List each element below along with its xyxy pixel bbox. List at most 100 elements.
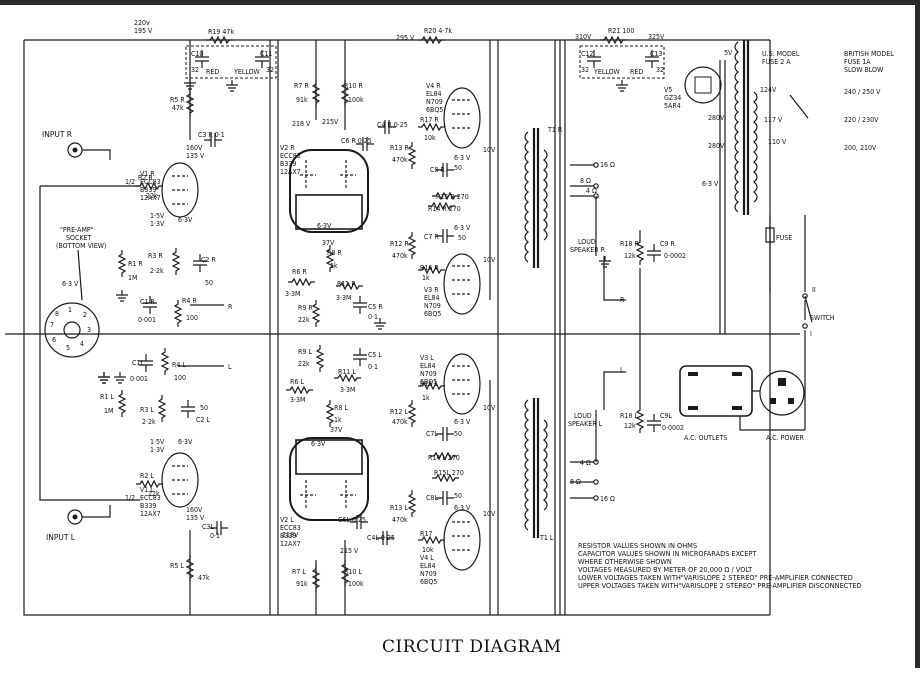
label-215v-l: 215 V [340, 547, 359, 555]
svg-text:6·3 V: 6·3 V [62, 280, 79, 288]
svg-text:C2 L: C2 L [196, 416, 210, 424]
power-transformer: 280V 280V 6·3 V 124V 117 V 110 V [702, 40, 809, 215]
svg-text:3·3M: 3·3M [290, 396, 305, 404]
svg-text:280V: 280V [708, 114, 725, 122]
svg-text:12AX7: 12AX7 [140, 194, 161, 202]
r14l: R14 L 270 [428, 452, 460, 462]
label-218v-r: 218 V [292, 120, 311, 128]
svg-text:47k: 47k [198, 574, 210, 582]
svg-text:124V: 124V [760, 86, 777, 94]
svg-text:6: 6 [52, 336, 56, 344]
svg-text:470k: 470k [392, 156, 408, 164]
svg-text:EL84: EL84 [424, 294, 440, 302]
svg-text:R21 100: R21 100 [608, 27, 634, 35]
c4r: C4 R 0·25 [377, 119, 408, 135]
svg-text:8 Ω: 8 Ω [580, 177, 591, 185]
svg-text:ECC83: ECC83 [280, 152, 301, 160]
svg-text:C11: C11 [260, 50, 272, 58]
label-10v-v4r: 10V [483, 146, 496, 154]
svg-text:R13 R: R13 R [390, 144, 409, 152]
svg-text:110 V: 110 V [768, 138, 787, 146]
label-160v-r: 160V [186, 144, 203, 152]
svg-text:VOLTAGES MEASURED BY METER OF: VOLTAGES MEASURED BY METER OF 20,000 Ω /… [578, 566, 753, 574]
svg-text:C4L 0·25: C4L 0·25 [367, 534, 395, 542]
svg-text:100k: 100k [348, 580, 364, 588]
svg-text:R12 L: R12 L [390, 408, 408, 416]
svg-text:C6 R 0·25: C6 R 0·25 [341, 137, 372, 145]
c1l: C1L 0·001 [130, 353, 154, 383]
svg-text:32: 32 [656, 66, 664, 74]
svg-text:C1L: C1L [132, 359, 144, 367]
svg-text:C13: C13 [650, 50, 662, 58]
r13r: R13 R 470k [390, 141, 416, 170]
svg-text:R6 R: R6 R [292, 268, 307, 276]
svg-text:0·001: 0·001 [130, 375, 148, 383]
frame-right-border [915, 0, 920, 668]
speaker-l: 4 Ω 8 Ω 16 Ω LOUD SPEAKER L L [568, 366, 626, 503]
svg-text:1M: 1M [104, 407, 113, 415]
svg-text:B339: B339 [140, 186, 156, 194]
svg-text:YELLOW: YELLOW [593, 68, 621, 76]
c8r: C8 R6·3 V50 [430, 154, 471, 178]
svg-text:220 / 230V: 220 / 230V [844, 116, 879, 124]
label-10v-v4l: 10V [483, 510, 496, 518]
c6l: C6L 0·25 [338, 514, 369, 530]
svg-text:RED: RED [630, 68, 643, 76]
c2r: C2 R50 [192, 253, 216, 287]
r20: R20 4·7k 295 V [396, 27, 452, 44]
svg-text:RESISTOR VALUES SHOWN IN OHMS: RESISTOR VALUES SHOWN IN OHMS [578, 542, 697, 550]
svg-text:100: 100 [174, 374, 186, 382]
c3r: C3 R 0·1 [198, 131, 225, 148]
svg-text:V3 L: V3 L [420, 354, 434, 362]
svg-text:6BQ5: 6BQ5 [426, 106, 443, 114]
c7r: C7 R6·3 V50 [424, 224, 471, 244]
c9r: C9 R0·0002 [646, 240, 686, 263]
svg-text:16 Ω: 16 Ω [600, 161, 615, 169]
svg-text:R13 L: R13 L [390, 504, 408, 512]
svg-text:B339: B339 [280, 160, 296, 168]
svg-text:R10 R: R10 R [344, 82, 363, 90]
svg-text:V4 R: V4 R [426, 82, 441, 90]
label-218v-l: 218V [282, 531, 299, 539]
svg-text:22k: 22k [298, 360, 310, 368]
svg-text:10k: 10k [424, 134, 436, 142]
svg-text:R14 L 270: R14 L 270 [428, 454, 460, 462]
svg-text:12k: 12k [624, 422, 636, 430]
tube-v3l: V3 L EL84 N709 6BQ5 [420, 353, 481, 415]
svg-text:5: 5 [66, 344, 70, 352]
svg-text:C5 R: C5 R [368, 303, 383, 311]
svg-text:8 Ω: 8 Ω [570, 478, 581, 486]
svg-text:4: 4 [80, 340, 84, 348]
svg-text:R10 L: R10 L [344, 568, 362, 576]
r3r: R3 R2·2k [148, 247, 180, 276]
label-1-3v-l: 1·3V [150, 446, 165, 454]
ac-power: A.C. POWER [759, 370, 805, 442]
svg-text:R5 R: R5 R [170, 96, 185, 104]
svg-text:R15L 270: R15L 270 [434, 469, 464, 477]
svg-text:FUSE 1A: FUSE 1A [844, 58, 871, 66]
svg-text:4 Ω: 4 Ω [586, 187, 597, 195]
svg-text:N709: N709 [424, 302, 441, 310]
svg-text:5AR4: 5AR4 [664, 102, 681, 110]
svg-text:1k: 1k [422, 274, 430, 282]
r16l: R16 L1k [417, 380, 446, 402]
svg-text:N709: N709 [426, 98, 443, 106]
svg-text:6·3 V: 6·3 V [702, 180, 719, 188]
input-r-jack: INPUT R [42, 130, 111, 160]
r19: R19 47k [205, 28, 234, 44]
svg-text:R6 L: R6 L [290, 378, 304, 386]
svg-text:12AX7: 12AX7 [140, 510, 161, 518]
svg-text:10k: 10k [422, 546, 434, 554]
svg-text:91k: 91k [296, 580, 308, 588]
svg-text:C10: C10 [191, 50, 203, 58]
c5r: C5 R0·1 [352, 295, 383, 321]
svg-text:2: 2 [83, 311, 87, 319]
label-1-5v-l: 1·5V [150, 438, 165, 446]
svg-text:T1 R: T1 R [547, 126, 563, 134]
label-215v-r: 215V [322, 118, 339, 126]
